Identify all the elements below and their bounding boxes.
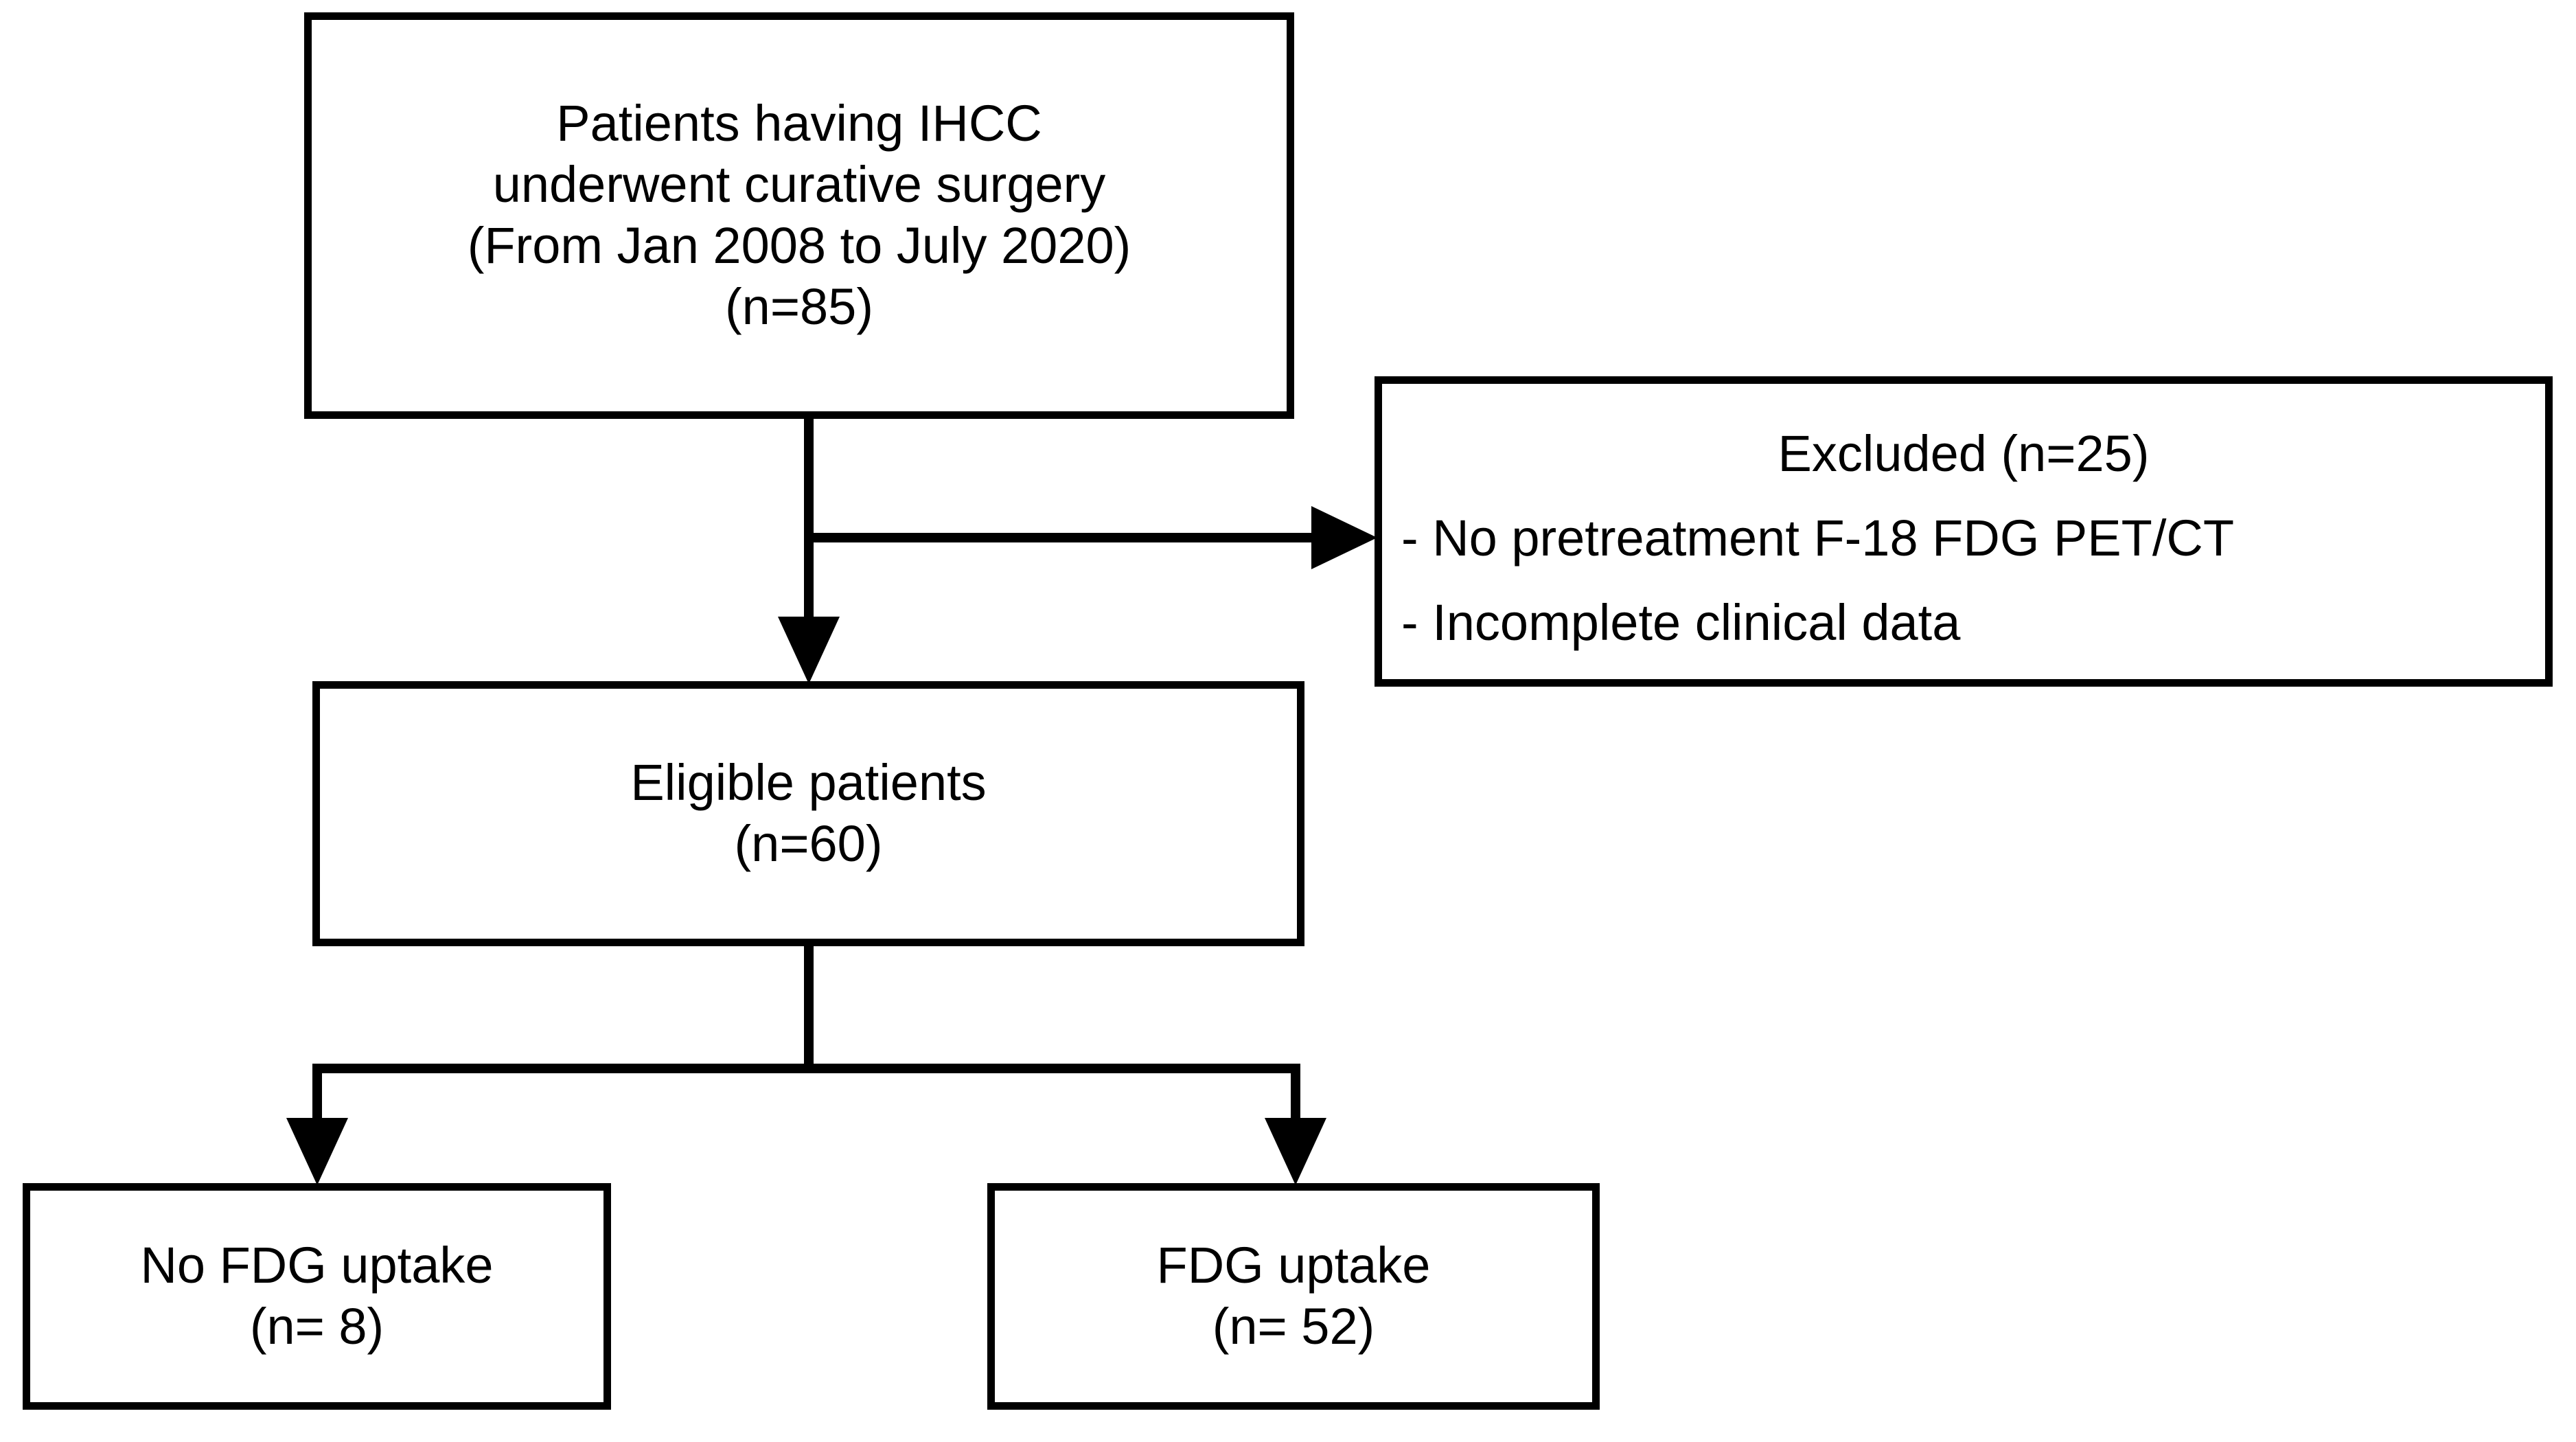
excluded-reason-list: - No pretreatment F-18 FDG PET/CT - Inco…	[1382, 485, 2545, 654]
edge-eligible-to-no-uptake-arrowhead	[286, 1118, 348, 1185]
excluded-reason-1: - No pretreatment F-18 FDG PET/CT	[1401, 509, 2235, 566]
node-source-population: Patients having IHCC underwent curative …	[304, 12, 1294, 419]
eligible-line-2: (n=60)	[734, 815, 883, 872]
no-uptake-line-1: No FDG uptake	[140, 1237, 494, 1294]
excluded-reason-2: - Incomplete clinical data	[1401, 593, 1961, 651]
node-eligible-patients: Eligible patients (n=60)	[312, 681, 1304, 946]
uptake-line-2: (n= 52)	[1212, 1298, 1375, 1355]
source-line-1: Patients having IHCC	[556, 95, 1042, 152]
source-line-4: (n=85)	[725, 277, 873, 335]
node-fdg-uptake: FDG uptake (n= 52)	[987, 1183, 1600, 1410]
no-uptake-line-2: (n= 8)	[249, 1298, 384, 1355]
node-excluded: Excluded (n=25) - No pretreatment F-18 F…	[1375, 376, 2553, 687]
eligible-line-1: Eligible patients	[630, 754, 987, 812]
edge-source-to-excluded-arrowhead	[1311, 506, 1377, 569]
uptake-line-1: FDG uptake	[1156, 1237, 1431, 1294]
node-no-fdg-uptake: No FDG uptake (n= 8)	[23, 1183, 611, 1410]
source-line-2: underwent curative surgery	[492, 156, 1106, 214]
edge-eligible-to-uptake-arrowhead	[1265, 1118, 1326, 1185]
excluded-title: Excluded (n=25)	[1778, 425, 2150, 482]
source-line-3: (From Jan 2008 to July 2020)	[467, 217, 1131, 274]
edge-source-to-eligible-arrowhead	[778, 617, 840, 684]
